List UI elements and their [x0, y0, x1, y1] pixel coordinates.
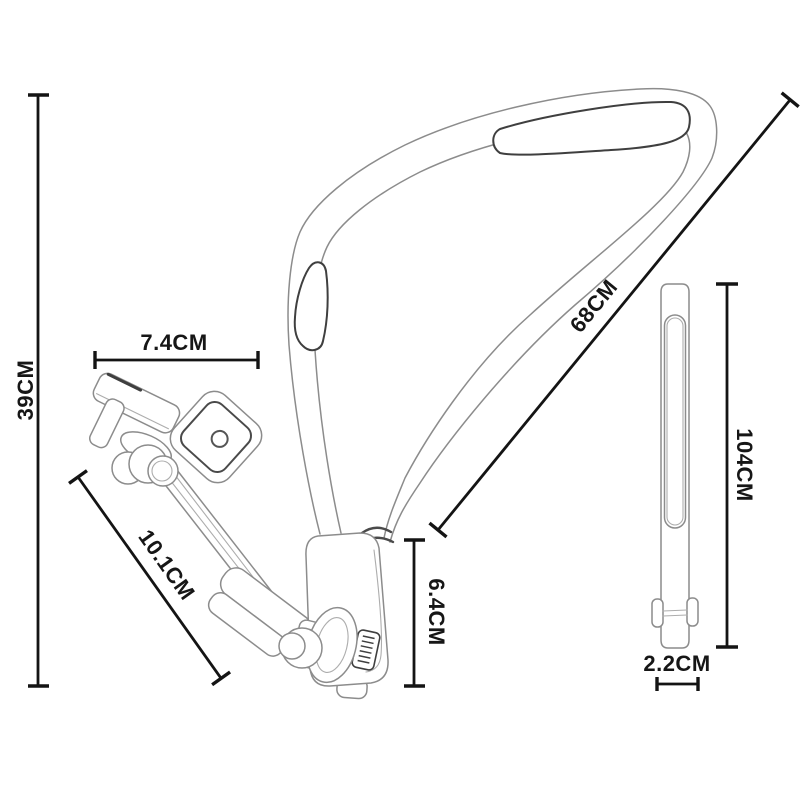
- dim-strap-width: 2.2CM: [643, 651, 710, 691]
- clamp-jaw-end-piece: [89, 398, 125, 449]
- dim-strap-length: 104CM: [716, 282, 757, 649]
- neckband-left-cushion-pad: [293, 261, 329, 352]
- dim-housing-height: 6.4CM: [404, 538, 449, 688]
- housing-height-label: 6.4CM: [424, 578, 449, 645]
- clamp-jaw-shade: [106, 372, 143, 392]
- arm-length-label: 10.1CM: [133, 525, 200, 605]
- ball-joint-front-inner: [151, 460, 173, 482]
- dim-overall-height: 39CM: [13, 93, 49, 688]
- strap-length-label: 104CM: [732, 428, 757, 501]
- dim-band-length-cap-start: [428, 521, 448, 539]
- ball-joint: [111, 444, 179, 487]
- side-strap-slot-inner: [666, 317, 684, 526]
- hinge-knob-cap: [278, 632, 306, 660]
- side-strap-bar: [660, 283, 690, 649]
- neckband-outer-contour: [287, 87, 718, 543]
- dim-band-length-cap-end: [780, 91, 800, 109]
- neckband-inner-contour: [313, 119, 691, 539]
- strap-width-label: 2.2CM: [643, 651, 710, 676]
- dim-arm-length-line: [76, 476, 223, 680]
- neckband-front-view: [287, 87, 718, 545]
- phone-clamp-assembly: [89, 372, 313, 657]
- dim-mount-width: 7.4CM: [93, 330, 260, 369]
- mount-width-label: 7.4CM: [140, 330, 207, 355]
- dim-arm-length-cap-start: [68, 469, 88, 485]
- dim-band-length-line: [436, 98, 792, 531]
- neckband-top-cushion-pad: [492, 100, 691, 156]
- overall-height-label: 39CM: [13, 360, 38, 421]
- housing-side-line: [365, 549, 383, 673]
- slider-clamp-cross-lines: [662, 609, 688, 617]
- side-strap-slider-clamp: [651, 597, 699, 628]
- mount-plate: [169, 390, 263, 484]
- dim-arm-length-cap-end: [211, 670, 232, 687]
- control-housing: [278, 532, 389, 700]
- slider-clamp-left-tab: [651, 598, 664, 628]
- ribbed-button-ribs: [357, 635, 375, 664]
- clamp-jaw-bar: [92, 372, 181, 434]
- slider-clamp-right-tab: [686, 597, 699, 627]
- mount-plate-hole: [210, 429, 229, 448]
- dim-arm-length: 10.1CM: [68, 469, 232, 687]
- strap-side-view: [651, 283, 699, 649]
- side-strap-slot: [663, 314, 687, 529]
